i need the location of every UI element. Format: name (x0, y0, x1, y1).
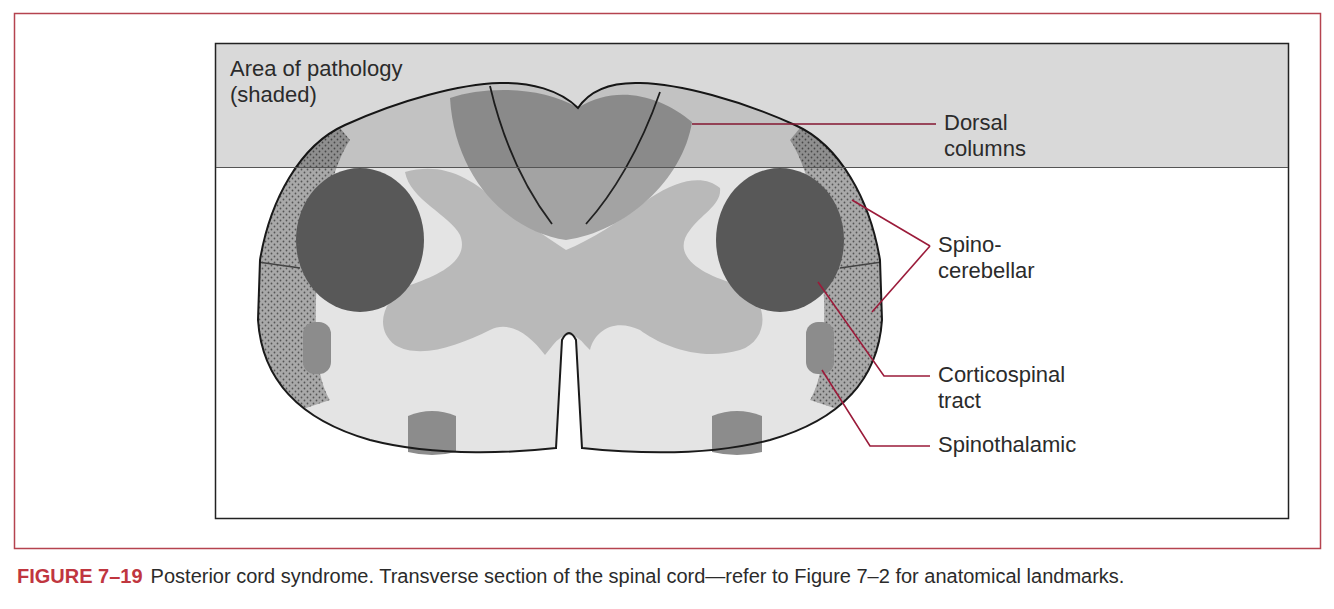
pathology-band: Area of pathology (shaded) (216, 44, 1288, 168)
figure-frame (216, 44, 1289, 519)
corticospinal-tract (296, 168, 424, 312)
figure-number: FIGURE 7–19 (17, 565, 143, 587)
structure-label: Spinothalamic (938, 432, 1138, 458)
leader-lines (692, 124, 936, 446)
caption-row: FIGURE 7–19 Posterior cord syndrome. Tran… (17, 563, 1327, 589)
outer-frame (15, 14, 1321, 549)
spinothalamic-tract (806, 322, 834, 374)
band-label: Area of pathology (shaded) (230, 56, 435, 108)
structure-label: Spino- cerebellar (938, 232, 1068, 284)
structure-label: Dorsal columns (944, 110, 1054, 162)
caption: Posterior cord syndrome. Transverse sect… (151, 565, 1125, 587)
spinothalamic-tract (303, 322, 331, 374)
structure-label: Corticospinal tract (938, 362, 1108, 414)
